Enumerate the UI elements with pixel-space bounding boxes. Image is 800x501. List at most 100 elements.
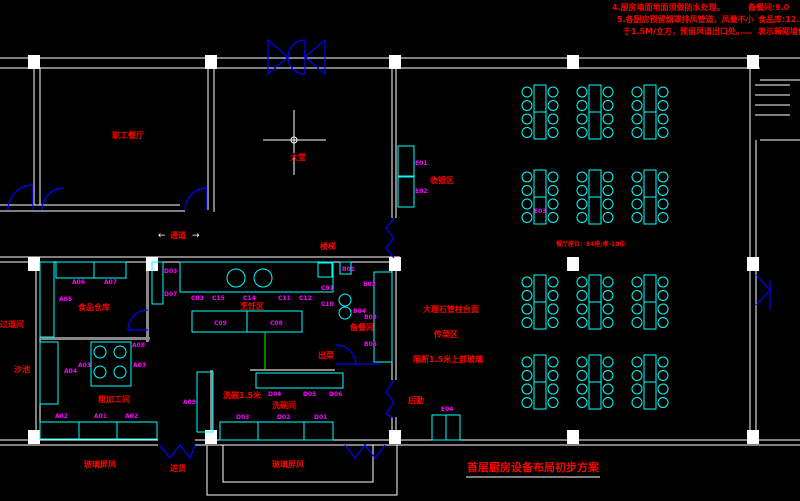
chair bbox=[657, 276, 669, 288]
chair bbox=[547, 356, 559, 368]
chair bbox=[547, 100, 559, 111]
chair bbox=[657, 397, 669, 408]
room-cooking: 烹饪区 bbox=[240, 301, 264, 311]
chair bbox=[602, 113, 614, 125]
svg-text:A03: A03 bbox=[133, 362, 146, 369]
label-wash-note: 洗碗1.5米 bbox=[223, 390, 262, 400]
chair bbox=[547, 370, 559, 381]
chair bbox=[521, 303, 533, 315]
chair bbox=[631, 356, 643, 368]
chair bbox=[657, 317, 669, 328]
column bbox=[567, 257, 579, 271]
dining-table-group bbox=[576, 84, 614, 140]
chair bbox=[547, 383, 559, 395]
room-staff-dining: 职工餐厅 bbox=[112, 130, 144, 140]
chair bbox=[602, 127, 614, 138]
chair bbox=[576, 198, 588, 210]
label-entrance: 进货 bbox=[170, 463, 186, 473]
chair bbox=[631, 113, 643, 125]
chair bbox=[576, 171, 588, 183]
svg-text:D03: D03 bbox=[164, 268, 177, 275]
label-serve-out: 出菜 bbox=[318, 350, 334, 360]
chair bbox=[631, 212, 643, 223]
room-cashier: 收银区 bbox=[430, 175, 454, 185]
note-line-3: 于1.5M/立方，预留风道出口处。 bbox=[623, 26, 744, 36]
chair bbox=[657, 212, 669, 223]
svg-text:C15: C15 bbox=[212, 295, 225, 302]
chair bbox=[521, 185, 533, 196]
svg-text:A09: A09 bbox=[183, 399, 196, 406]
chair bbox=[631, 171, 643, 183]
svg-text:E02: E02 bbox=[415, 188, 427, 195]
room-stairs: 楼梯 bbox=[320, 241, 336, 251]
chair bbox=[657, 171, 669, 183]
chair bbox=[631, 290, 643, 301]
arrow-left-icon: ← bbox=[158, 231, 166, 241]
chair bbox=[602, 317, 614, 328]
note-legend: 表示新砌墙体 bbox=[757, 26, 800, 36]
chair bbox=[602, 383, 614, 395]
svg-text:B01: B01 bbox=[342, 266, 355, 273]
column bbox=[567, 430, 579, 444]
svg-text:C12: C12 bbox=[299, 295, 312, 302]
chair bbox=[602, 303, 614, 315]
chair bbox=[631, 185, 643, 196]
svg-text:D03: D03 bbox=[236, 414, 249, 421]
chair bbox=[657, 86, 669, 98]
chair bbox=[547, 303, 559, 315]
dining-tables bbox=[521, 84, 669, 410]
chair bbox=[576, 290, 588, 301]
svg-text:C01: C01 bbox=[321, 285, 334, 292]
svg-text:A03: A03 bbox=[78, 362, 91, 369]
chair bbox=[547, 397, 559, 408]
chair bbox=[576, 397, 588, 408]
chair bbox=[602, 171, 614, 183]
room-prep: 备餐间 bbox=[349, 322, 374, 332]
room-rough-prep: 粗加工间 bbox=[98, 394, 130, 404]
svg-text:B02: B02 bbox=[363, 281, 376, 288]
chair bbox=[657, 383, 669, 395]
chair bbox=[602, 86, 614, 98]
chair bbox=[547, 185, 559, 196]
label-sink: 沙池 bbox=[14, 364, 30, 374]
chair bbox=[576, 127, 588, 138]
chair bbox=[547, 127, 559, 138]
column bbox=[205, 430, 217, 444]
chair bbox=[631, 276, 643, 288]
chair bbox=[602, 198, 614, 210]
svg-text:A07: A07 bbox=[104, 279, 117, 286]
dining-table-group bbox=[576, 354, 614, 410]
chair bbox=[521, 370, 533, 381]
note-line-2: 5.各厨房预留烟罩排风管道，风量不小 bbox=[617, 14, 754, 24]
chair bbox=[547, 212, 559, 223]
svg-text:C10: C10 bbox=[321, 301, 334, 308]
chair bbox=[631, 100, 643, 111]
drawing-title: 首层厨房设备布局初步方案 bbox=[467, 460, 600, 474]
svg-text:D01: D01 bbox=[314, 414, 327, 421]
chair bbox=[547, 171, 559, 183]
chair bbox=[576, 212, 588, 223]
chair bbox=[602, 356, 614, 368]
label-back-door: 后勤 bbox=[408, 395, 424, 405]
label-marble-counter: 大理石管柱台面 bbox=[423, 304, 479, 314]
note-area-food: 食品库:12.0 bbox=[758, 14, 800, 24]
dining-table-group bbox=[521, 274, 559, 330]
svg-text:A02: A02 bbox=[125, 413, 138, 420]
label-partition: 隔断1.5米上部玻璃 bbox=[413, 354, 483, 364]
chair bbox=[521, 127, 533, 138]
chair bbox=[576, 370, 588, 381]
chair bbox=[657, 198, 669, 210]
chair bbox=[657, 356, 669, 368]
dining-table-group bbox=[631, 354, 669, 410]
chair bbox=[657, 185, 669, 196]
room-wash: 洗碗间 bbox=[272, 400, 296, 410]
chair bbox=[547, 198, 559, 210]
chair bbox=[547, 276, 559, 288]
dining-table-group bbox=[521, 354, 559, 410]
room-lobby: 大堂 bbox=[290, 152, 306, 162]
column bbox=[389, 257, 401, 271]
chair bbox=[547, 290, 559, 301]
chair bbox=[576, 317, 588, 328]
column bbox=[567, 55, 579, 69]
